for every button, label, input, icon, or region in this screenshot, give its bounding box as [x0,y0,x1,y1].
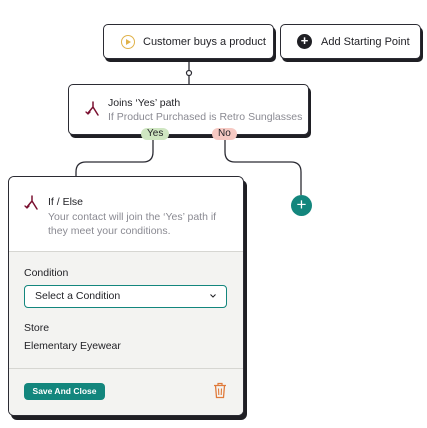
store-value: Elementary Eyewear [24,340,121,352]
split-path-icon [24,195,38,210]
trash-icon[interactable] [213,382,227,399]
play-circle-icon [121,34,135,49]
split-path-icon [85,101,99,116]
panel-body: Condition Select a Condition Store Eleme… [9,251,243,415]
if-else-panel: If / Else Your contact will join the ‘Ye… [8,176,244,416]
no-branch-pill[interactable]: No [212,128,237,140]
condition-select-value: Select a Condition [35,290,121,302]
chevron-down-icon [210,294,216,298]
joins-subtitle: If Product Purchased is Retro Sunglasses [108,111,303,123]
joins-title: Joins ‘Yes’ path [108,97,181,109]
store-label: Store [24,322,50,334]
save-and-close-button[interactable]: Save And Close [24,383,105,400]
panel-title: If / Else [48,196,84,208]
add-starting-point-label: Add Starting Point [321,35,410,48]
panel-footer: Save And Close [9,368,243,415]
condition-select[interactable]: Select a Condition [24,285,227,308]
add-step-plus-icon[interactable]: + [291,195,312,216]
add-starting-point-button[interactable]: + Add Starting Point [280,24,421,59]
panel-description: Your contact will join the ‘Yes’ path if… [48,211,217,237]
trigger-node[interactable]: Customer buys a product [103,24,274,59]
plus-circle-icon: + [297,34,312,49]
panel-header: If / Else Your contact will join the ‘Ye… [9,177,243,251]
condition-label: Condition [24,267,69,279]
joins-yes-path-node[interactable]: Joins ‘Yes’ path If Product Purchased is… [68,84,309,135]
trigger-label: Customer buys a product [143,35,266,48]
yes-branch-pill[interactable]: Yes [141,128,170,140]
